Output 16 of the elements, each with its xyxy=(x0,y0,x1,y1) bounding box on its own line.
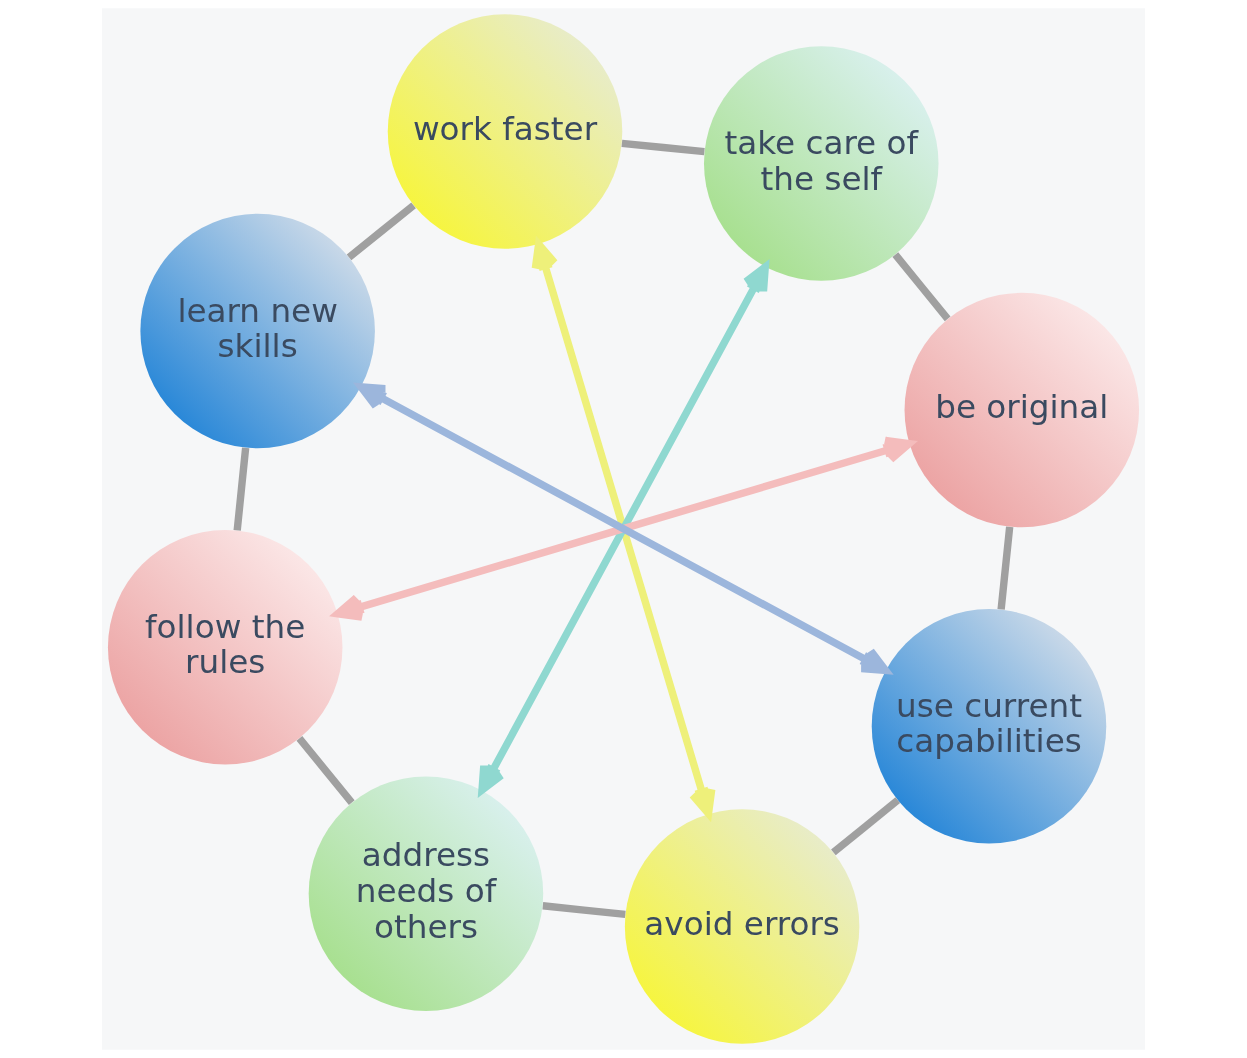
connector xyxy=(296,736,355,805)
node-circle: be original xyxy=(904,292,1140,528)
node-circle: address needs of others xyxy=(308,776,544,1011)
connector xyxy=(831,797,901,856)
node-circle: take care of the self xyxy=(704,46,939,281)
node-circle: follow the rules xyxy=(107,530,343,765)
node-circle: avoid errors xyxy=(624,809,860,1044)
node-circle: use current capabilities xyxy=(871,609,1107,844)
node-circle: learn new skills xyxy=(140,213,375,449)
node-circle: work faster xyxy=(387,14,623,249)
connector xyxy=(542,902,626,919)
connector xyxy=(346,202,416,261)
connector xyxy=(233,447,250,531)
connector xyxy=(621,139,705,156)
connector xyxy=(997,526,1014,610)
connector xyxy=(892,252,951,322)
